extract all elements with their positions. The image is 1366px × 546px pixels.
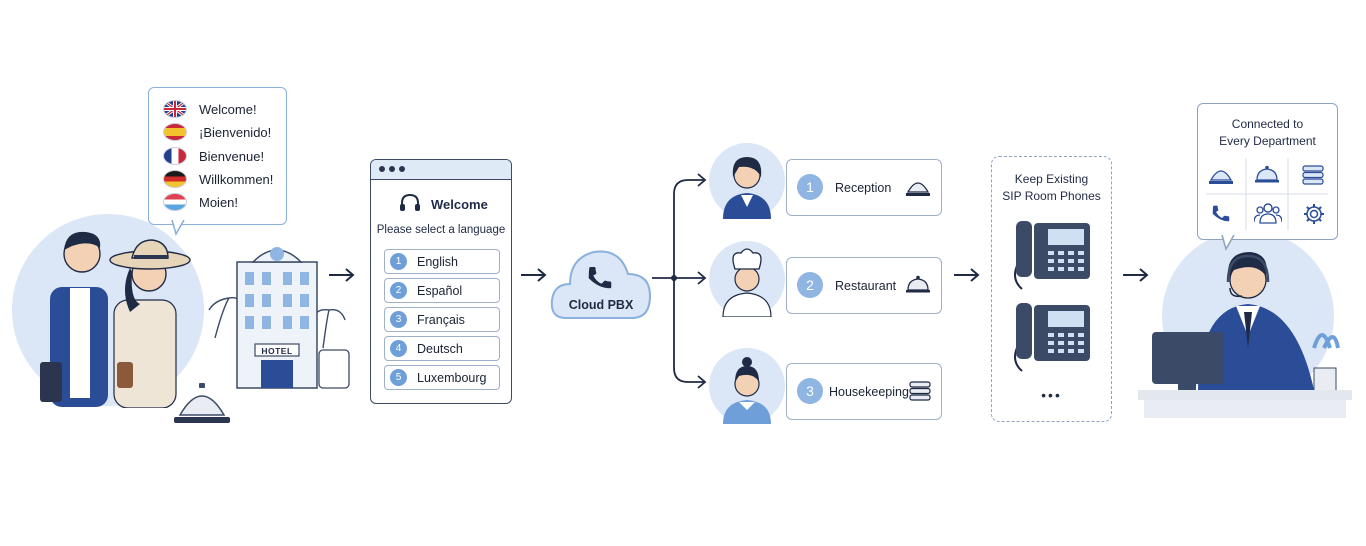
sip-room-phones-panel: Keep Existing SIP Room Phones ••• <box>991 156 1112 422</box>
language-option-english[interactable]: 1 English <box>384 249 500 274</box>
gear-icon <box>1302 202 1326 231</box>
window-dot-icon <box>379 166 385 172</box>
option-number: 5 <box>390 369 407 386</box>
more-indicator: ••• <box>1041 387 1062 403</box>
window-dot-icon <box>399 166 405 172</box>
department-number: 1 <box>797 174 823 200</box>
food-cloche-icon <box>1254 164 1280 191</box>
receptionist-avatar <box>709 143 785 219</box>
greeting-text: ¡Bienvenido! <box>199 124 272 140</box>
towels-stack-icon <box>909 381 931 406</box>
greeting-text: Bienvenue! <box>199 148 265 164</box>
luxembourg-flag-icon <box>163 193 187 211</box>
greeting-text: Willkommen! <box>199 171 274 187</box>
uk-flag-icon <box>163 100 187 118</box>
guests-illustration <box>12 212 204 409</box>
department-label: Restaurant <box>835 278 897 293</box>
connected-title-line1: Connected to <box>1231 117 1304 131</box>
flow-arrow <box>952 266 982 289</box>
service-bell-icon <box>905 176 931 203</box>
bubble-tail <box>170 219 188 238</box>
spain-flag-icon <box>163 123 187 141</box>
greeting-row: ¡Bienvenido! <box>163 123 271 141</box>
greeting-row: Moien! <box>163 193 238 211</box>
desk-phone-icon <box>1008 299 1092 382</box>
option-label: Français <box>417 312 465 327</box>
headset-icon <box>398 192 422 221</box>
greeting-text: Moien! <box>199 194 239 210</box>
towels-stack-icon <box>1302 165 1324 190</box>
flow-arrow <box>327 266 357 289</box>
ivr-title: Welcome <box>431 197 488 212</box>
phone-icon <box>585 262 615 297</box>
option-label: Luxembourg <box>417 370 487 385</box>
branch-connector <box>652 170 710 397</box>
chef-avatar <box>709 241 785 318</box>
ivr-window: Welcome Please select a language 1 Englis… <box>370 159 512 404</box>
department-number: 2 <box>797 272 823 298</box>
service-bell-icon <box>172 377 232 425</box>
cloud-pbx-label: Cloud PBX <box>568 298 634 312</box>
sip-title-line1: Keep Existing <box>1014 172 1089 186</box>
france-flag-icon <box>163 147 187 165</box>
greeting-text: Welcome! <box>199 101 257 117</box>
department-label: Reception <box>835 180 892 195</box>
housekeeper-avatar <box>709 348 785 424</box>
greeting-row: Bienvenue! <box>163 147 264 165</box>
option-number: 2 <box>390 282 407 299</box>
germany-flag-icon <box>163 170 187 188</box>
department-label: Housekeeping <box>829 384 909 399</box>
department-card-restaurant[interactable]: 2 Restaurant <box>786 257 942 314</box>
icon-grid <box>1206 156 1328 232</box>
phone-icon <box>1210 202 1232 229</box>
window-titlebar <box>371 160 511 180</box>
hotel-building-illustration <box>205 238 353 398</box>
desk-phone-icon <box>1008 217 1092 300</box>
option-number: 4 <box>390 340 407 357</box>
option-number: 1 <box>390 253 407 270</box>
greeting-row: Willkommen! <box>163 170 273 188</box>
window-dot-icon <box>389 166 395 172</box>
sip-title-line2: SIP Room Phones <box>1002 189 1101 203</box>
department-card-housekeeping[interactable]: 3 Housekeeping <box>786 363 942 420</box>
language-option-espanol[interactable]: 2 Español <box>384 278 500 303</box>
food-cloche-icon <box>905 274 931 301</box>
greeting-row: Welcome! <box>163 100 257 118</box>
connected-departments-bubble: Connected to Every Department <box>1197 103 1338 240</box>
option-label: English <box>417 254 458 269</box>
team-icon <box>1253 202 1283 229</box>
flow-arrow <box>1121 266 1151 289</box>
department-card-reception[interactable]: 1 Reception <box>786 159 942 216</box>
option-label: Español <box>417 283 463 298</box>
ivr-subtitle: Please select a language <box>376 224 506 236</box>
flow-arrow <box>519 266 549 289</box>
language-option-luxembourg[interactable]: 5 Luxembourg <box>384 365 500 390</box>
bubble-tail <box>1220 234 1238 253</box>
language-option-francais[interactable]: 3 Français <box>384 307 500 332</box>
department-number: 3 <box>797 378 823 404</box>
option-label: Deutsch <box>417 341 463 356</box>
connected-title-line2: Every Department <box>1219 134 1316 148</box>
option-number: 3 <box>390 311 407 328</box>
operator-illustration <box>1138 230 1352 418</box>
hotel-sign-text: HOTEL <box>261 346 293 356</box>
service-bell-icon <box>1208 164 1234 191</box>
greetings-bubble: Welcome! ¡Bienvenido! Bienvenue! Willkom… <box>148 87 287 225</box>
language-option-deutsch[interactable]: 4 Deutsch <box>384 336 500 361</box>
